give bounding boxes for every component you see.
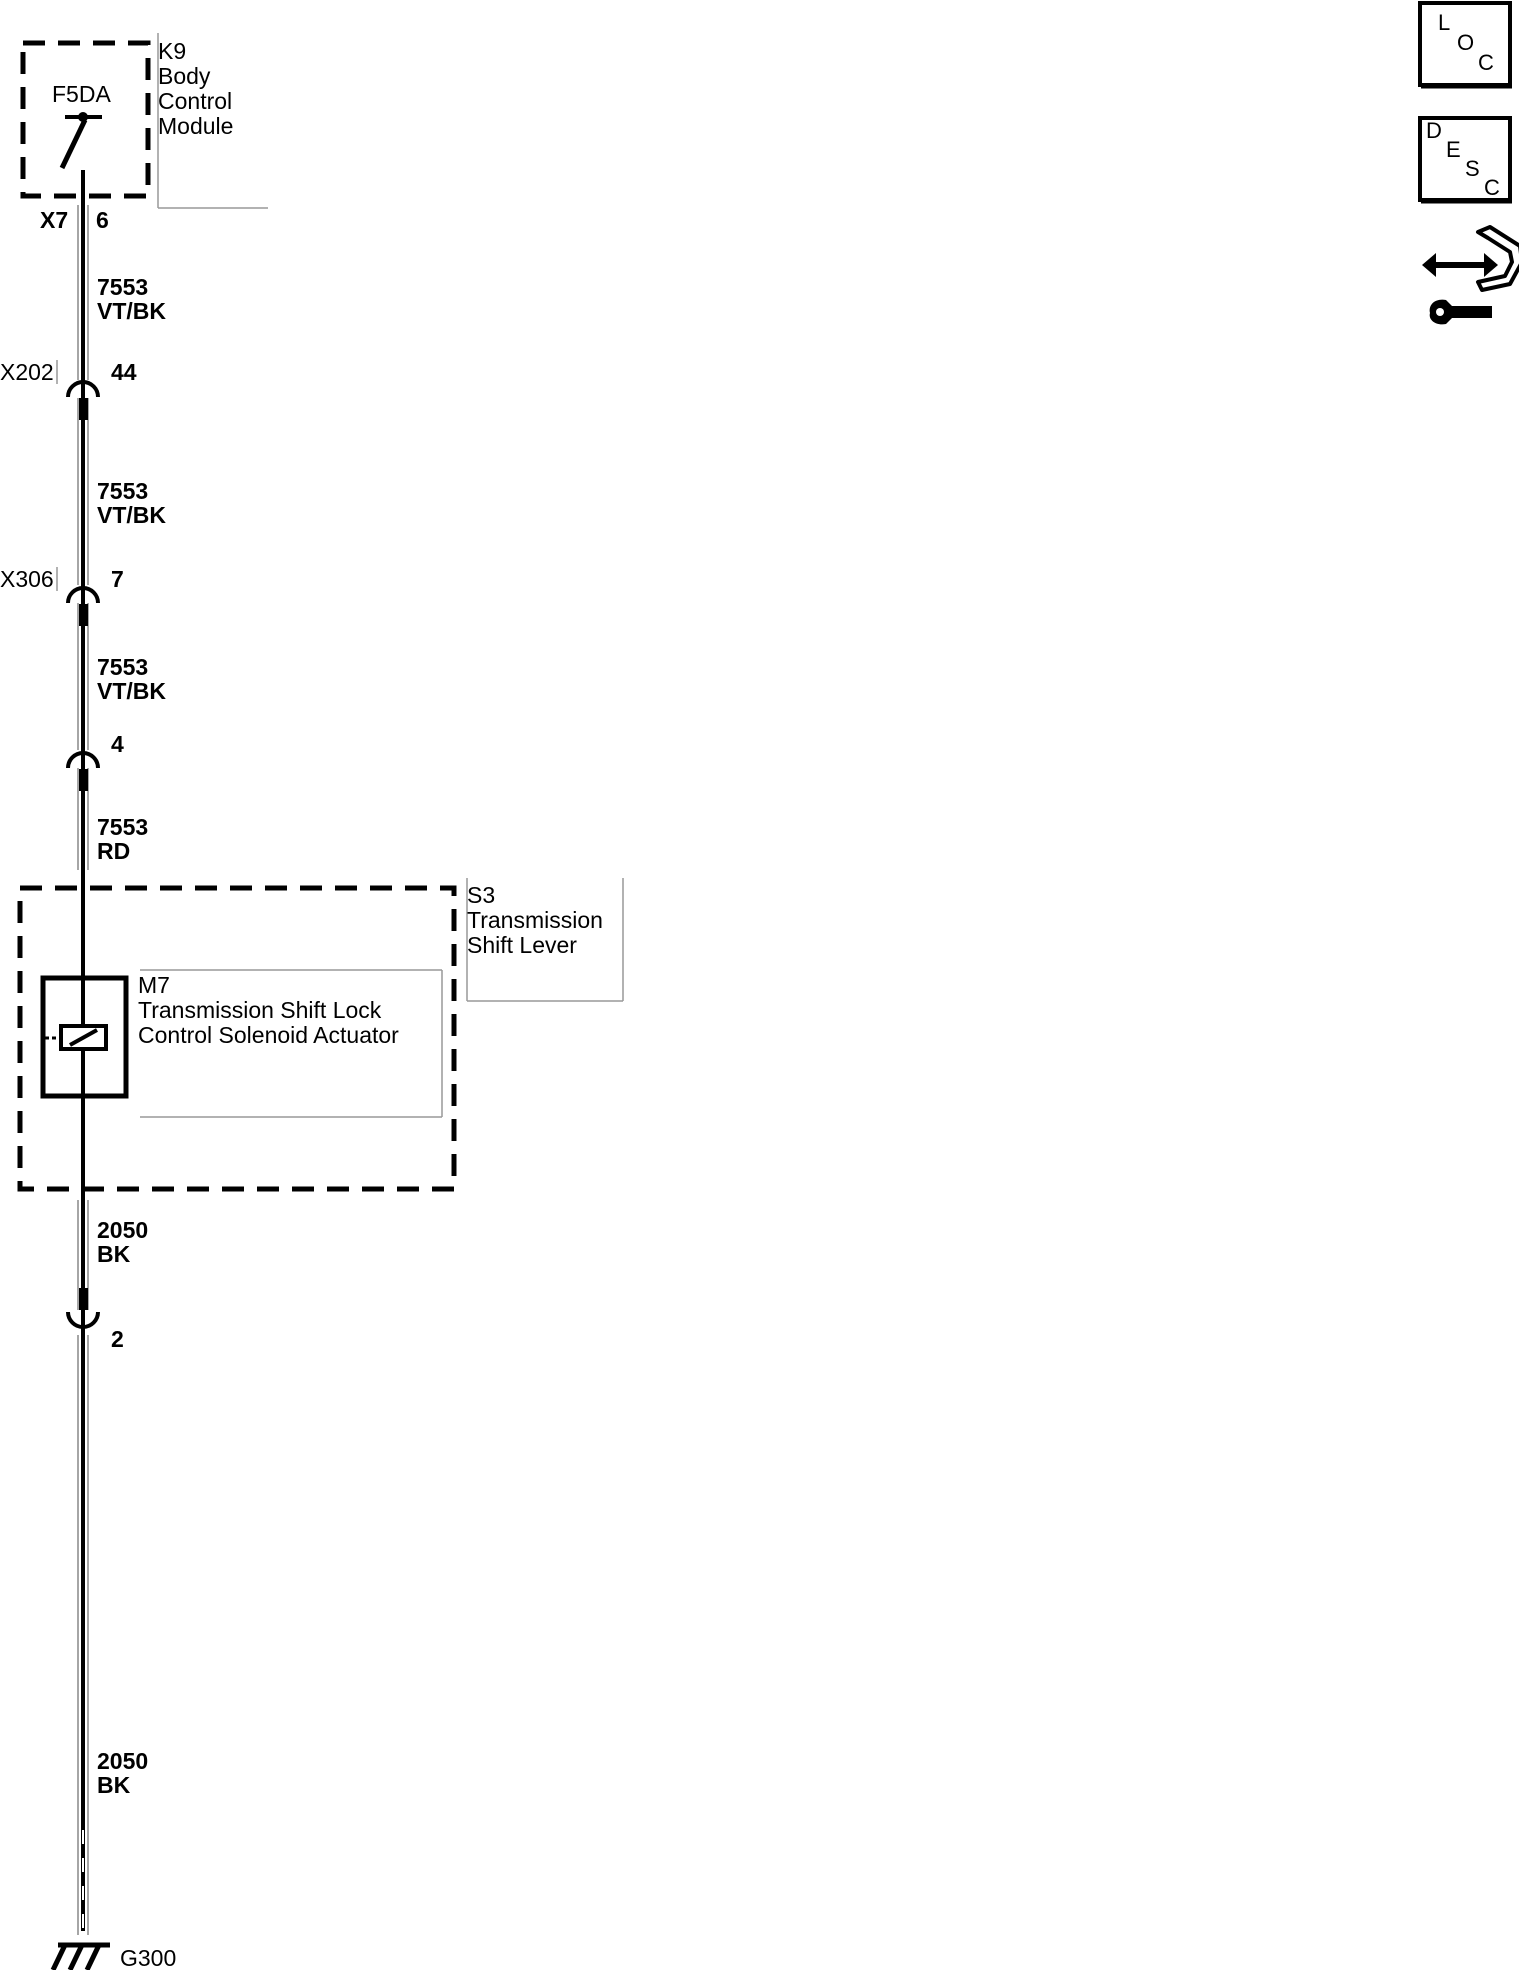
wire-4-circuit: 7553 — [97, 814, 148, 840]
wire-5-circuit: 2050 — [97, 1217, 148, 1243]
x7-connector-label: X7 — [40, 207, 68, 233]
desc-letter-s: S — [1465, 156, 1480, 181]
x202-connector-symbol — [66, 380, 100, 420]
solenoid-icon — [45, 1024, 108, 1051]
ground-icon — [50, 1942, 110, 1970]
desc-letter-d: D — [1426, 118, 1442, 143]
m7-module-name-1: Transmission Shift Lock — [138, 997, 382, 1023]
loc-letter-l: L — [1438, 10, 1450, 35]
k9-label-leader — [157, 33, 268, 209]
pin-2-connector-symbol — [66, 1288, 100, 1329]
s3-module-name-2: Shift Lever — [467, 932, 577, 958]
wire-2-circuit: 7553 — [97, 478, 148, 504]
wire-4-color: RD — [97, 838, 130, 864]
wire-5-color: BK — [97, 1241, 131, 1267]
x202-connector-label: X202 — [0, 359, 54, 385]
loc-letter-o: O — [1457, 30, 1474, 55]
wire-1-circuit: 7553 — [97, 274, 148, 300]
x7-pin-label: 6 — [96, 207, 109, 233]
pin-4-label: 4 — [111, 731, 124, 757]
pin-4-connector-symbol — [66, 751, 100, 791]
k9-module-name-3: Module — [158, 113, 233, 139]
x202-pin-label: 44 — [111, 359, 137, 385]
k9-module-name-1: Body — [158, 63, 211, 89]
m7-module-name-2: Control Solenoid Actuator — [138, 1022, 399, 1048]
loc-letter-c: C — [1478, 50, 1494, 75]
s3-module-border — [17, 885, 457, 1192]
connector-repair-icon[interactable] — [1422, 225, 1519, 325]
ground-label: G300 — [120, 1945, 176, 1970]
wire-2-color: VT/BK — [97, 502, 166, 528]
x306-pin-label: 7 — [111, 566, 124, 592]
desc-letter-e: E — [1446, 137, 1461, 162]
pin-2-label: 2 — [111, 1326, 124, 1352]
switch-icon — [59, 112, 102, 170]
loc-icon[interactable]: L O C — [1418, 1, 1512, 89]
m7-module-id: M7 — [138, 972, 170, 998]
wire-6-circuit: 2050 — [97, 1748, 148, 1774]
wire-6-color: BK — [97, 1772, 131, 1798]
x306-connector-label: X306 — [0, 566, 54, 592]
k9-module-id: K9 — [158, 38, 186, 64]
s3-module-id: S3 — [467, 882, 495, 908]
m7-label-leader — [140, 969, 443, 1118]
k9-module-name-2: Control — [158, 88, 232, 114]
k9-internal-switch-label: F5DA — [52, 81, 111, 107]
desc-icon[interactable]: D E S C — [1418, 116, 1512, 204]
wire-3-color: VT/BK — [97, 678, 166, 704]
wire-3-circuit: 7553 — [97, 654, 148, 680]
x306-connector-symbol — [66, 586, 100, 626]
desc-letter-c: C — [1484, 175, 1500, 200]
s3-module-name-1: Transmission — [467, 907, 603, 933]
wire-1-color: VT/BK — [97, 298, 166, 324]
s3-label-leader — [466, 878, 624, 1002]
